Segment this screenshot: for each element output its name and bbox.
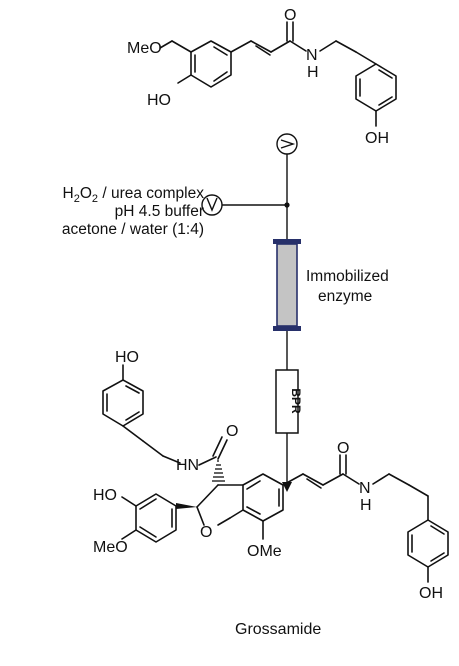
product-right-h-label: H: [360, 497, 372, 514]
sm-ho-label: HO: [147, 92, 171, 109]
sm-phenol-oh-label: OH: [365, 130, 389, 147]
product-furan-o-label: O: [200, 524, 212, 541]
pump-top: [276, 133, 298, 155]
conditions-line-1: H2O2 / urea complex: [63, 185, 205, 205]
product-right-oh-label: OH: [419, 585, 443, 602]
product-ring-ho-label: HO: [93, 487, 117, 504]
enzyme-label-line1: Immobilized: [306, 268, 389, 285]
mixing-junction: [284, 202, 290, 208]
product-right-o-label: O: [337, 440, 349, 457]
pump-left: [201, 194, 223, 216]
product-top-ho-label: HO: [115, 349, 139, 366]
sm-amide-n-label: N: [306, 47, 318, 64]
sm-amide-h-label: H: [307, 64, 319, 81]
product-ome-label: OMe: [247, 543, 282, 560]
product-hn-label: HN: [176, 457, 199, 474]
product-right-n-label: N: [359, 480, 371, 497]
conditions-line-2: pH 4.5 buffer: [115, 203, 204, 220]
enzyme-label-line2: enzyme: [318, 288, 372, 305]
bpr-label: BPR: [289, 388, 303, 414]
sm-carbonyl-o-label: O: [284, 7, 296, 24]
enzyme-column: [273, 239, 301, 331]
product-amide-o-label: O: [226, 423, 238, 440]
product-name: Grossamide: [235, 621, 321, 638]
conditions-line-3: acetone / water (1:4): [62, 221, 204, 238]
sm-meo-label: MeO: [127, 40, 162, 57]
starting-material-structure: [159, 21, 397, 127]
product-structure: [102, 364, 449, 583]
product-ring-meo-label: MeO: [93, 539, 128, 556]
